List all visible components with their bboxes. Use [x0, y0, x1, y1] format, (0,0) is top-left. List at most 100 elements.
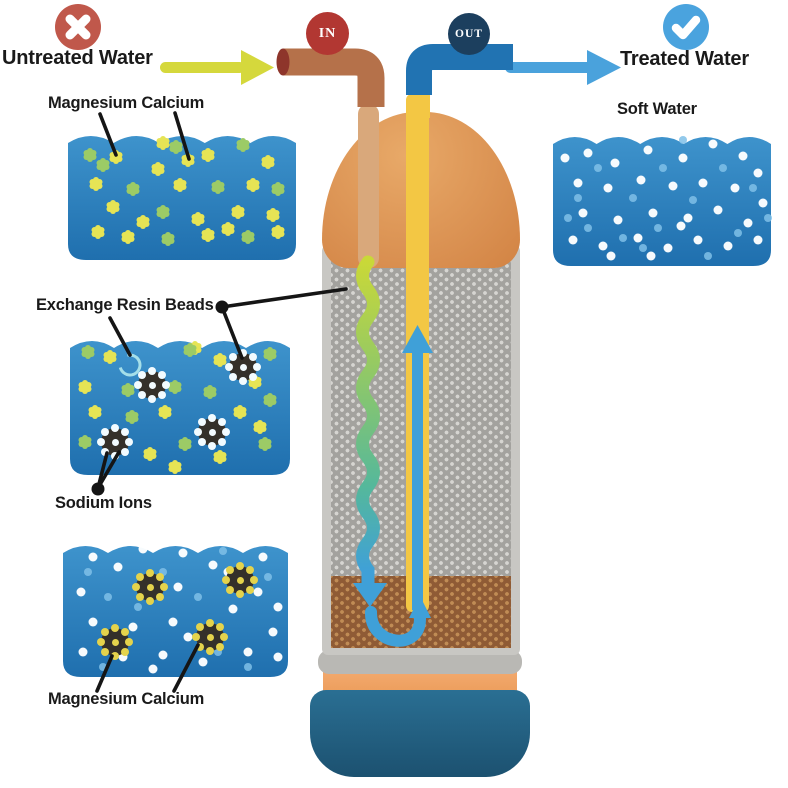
soft-ion-white	[603, 183, 613, 193]
soft-ion-white	[723, 133, 733, 143]
hard-ion-yellow	[250, 182, 256, 188]
soft-ion-blue	[194, 593, 202, 601]
soft-water-panel	[553, 128, 772, 266]
resin-bead	[101, 628, 129, 656]
soft-ion-white	[568, 235, 578, 245]
soft-ion-blue	[764, 214, 772, 222]
soft-ion-blue	[679, 136, 687, 144]
soft-ion-white	[648, 208, 658, 218]
soft-ion-white	[676, 221, 686, 231]
soft-ion-white	[698, 178, 708, 188]
hard-ion-yellow	[172, 464, 178, 470]
hard-ion-green	[100, 162, 106, 168]
magnesium-calcium-bottom-label: Magnesium Calcium	[48, 690, 205, 708]
hard-ion-green	[82, 439, 88, 445]
hard-ion-yellow	[225, 226, 231, 232]
soft-ion-blue	[134, 603, 142, 611]
soft-ion-white	[268, 627, 278, 637]
soft-ion-white	[253, 587, 263, 597]
soft-ion-white	[258, 552, 268, 562]
soft-ion-blue	[629, 194, 637, 202]
exchange-resin-beads-label: Exchange Resin Beads	[36, 296, 214, 314]
soft-ion-white	[273, 602, 283, 612]
soft-ion-blue	[659, 164, 667, 172]
soft-ion-white	[693, 235, 703, 245]
resin-bead	[229, 353, 257, 381]
hard-ion-yellow	[257, 424, 263, 430]
soft-ion-blue	[654, 224, 662, 232]
hard-ion-green	[85, 349, 91, 355]
bead-orbit-ions	[111, 438, 119, 446]
bead-orbit-ions	[148, 381, 156, 389]
magnesium-calcium-top-label: Magnesium Calcium	[48, 94, 205, 112]
hard-ion-yellow	[217, 357, 223, 363]
soft-ion-blue	[214, 648, 222, 656]
in-pipe-opening	[276, 48, 290, 76]
soft-ion-white	[583, 148, 593, 158]
hard-ion-green	[160, 209, 166, 215]
soft-ion-white	[643, 145, 653, 155]
soft-ion-white	[663, 243, 673, 253]
hard-ion-green	[262, 441, 268, 447]
bead-orbit-ions	[239, 363, 247, 371]
hard-ion-yellow	[235, 209, 241, 215]
hard-ion-green	[187, 347, 193, 353]
out-pipe	[406, 44, 513, 95]
hard-ion-yellow	[252, 379, 258, 385]
hard-ion-green	[130, 186, 136, 192]
hard-ion-green	[240, 142, 246, 148]
water-shape	[68, 136, 296, 260]
soft-ion-white	[713, 205, 723, 215]
soft-ion-white	[168, 617, 178, 627]
hard-ion-yellow	[185, 157, 191, 163]
hard-ion-yellow	[155, 166, 161, 172]
hard-ion-yellow	[205, 152, 211, 158]
untreated-flow-arrow	[158, 48, 278, 93]
soft-ion-white	[613, 215, 623, 225]
soft-ion-blue	[689, 196, 697, 204]
resin-bead	[196, 623, 224, 651]
hard-ion-green	[125, 387, 131, 393]
soft-ion-white	[88, 617, 98, 627]
soft-ion-blue	[594, 164, 602, 172]
soft-ion-white	[178, 548, 188, 558]
soft-ion-white	[148, 664, 158, 674]
soft-ion-white	[598, 241, 608, 251]
hard-ion-green	[87, 152, 93, 158]
soft-ion-white	[273, 652, 283, 662]
resin-bead	[138, 371, 166, 399]
hard-ion-yellow	[160, 140, 166, 146]
hard-ion-yellow	[192, 345, 198, 351]
hard-ion-yellow	[92, 409, 98, 415]
treated-flow-arrow	[503, 48, 625, 93]
soft-ion-blue	[219, 547, 227, 555]
in-badge-label: IN	[318, 25, 337, 41]
hard-ion-green	[267, 351, 273, 357]
hard-ion-yellow	[205, 232, 211, 238]
soft-ion-white	[738, 151, 748, 161]
soft-ion-white	[138, 544, 148, 554]
soft-ion-white	[118, 652, 128, 662]
hard-ion-yellow	[147, 451, 153, 457]
hard-ion-yellow	[107, 354, 113, 360]
water-shape	[553, 137, 771, 266]
soft-ion-blue	[244, 663, 252, 671]
soft-ion-blue	[619, 234, 627, 242]
hard-ion-yellow	[217, 454, 223, 460]
soft-ion-white	[578, 208, 588, 218]
check-icon	[663, 4, 709, 50]
hard-ion-yellow	[113, 154, 119, 160]
soft-ion-blue	[159, 568, 167, 576]
hard-ion-yellow	[265, 159, 271, 165]
bead-orbit-ions	[208, 428, 216, 436]
resin-bead	[226, 566, 254, 594]
soft-ion-white	[76, 587, 86, 597]
hard-ion-yellow	[195, 216, 201, 222]
tank-dome	[322, 112, 520, 268]
hard-ion-green	[267, 397, 273, 403]
hard-ion-yellow	[177, 182, 183, 188]
bead-orbit-ions	[236, 576, 244, 584]
soft-ion-white	[560, 153, 570, 163]
resin-bead	[136, 573, 164, 601]
hard-ion-yellow	[93, 181, 99, 187]
